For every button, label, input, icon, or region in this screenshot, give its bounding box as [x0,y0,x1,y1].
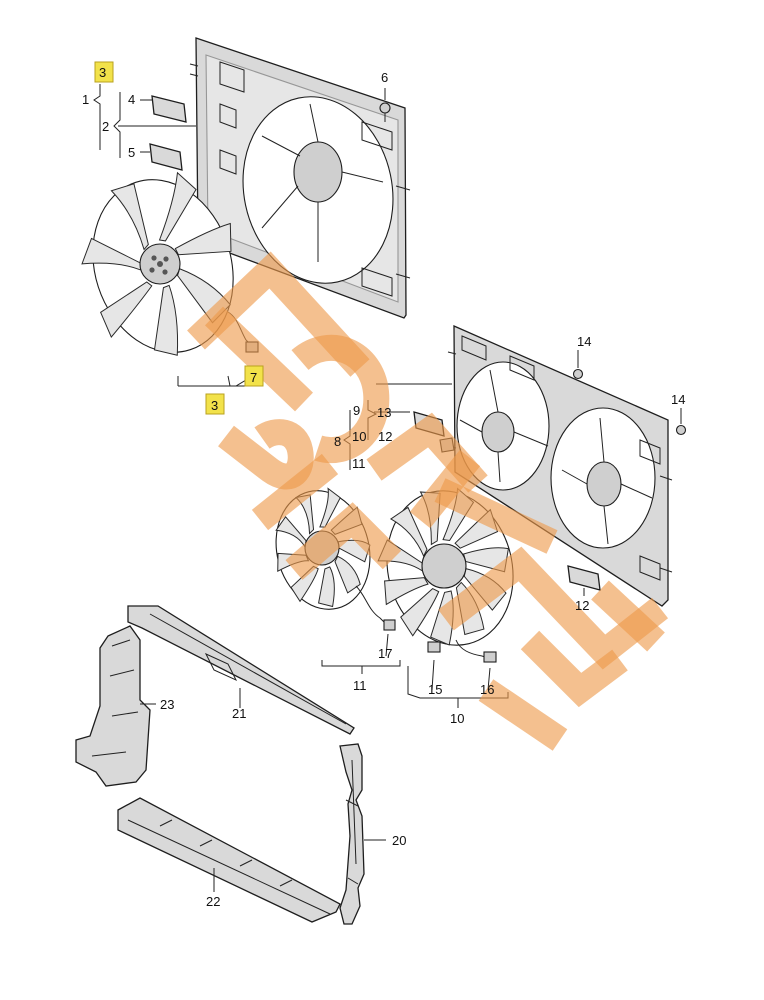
callout-10-lower[interactable]: 10 [450,711,464,726]
callout-1[interactable]: 1 [82,92,89,107]
callout-22[interactable]: 21 [232,706,246,721]
callout-12-upper[interactable]: 12 [378,429,392,444]
callout-8[interactable]: 8 [334,434,341,449]
fan-blade [319,487,341,528]
callout-11-upper[interactable]: 11 [352,456,366,471]
fan-blade [153,284,179,356]
callout-7[interactable]: 7 [250,370,257,385]
callout-9[interactable]: 9 [353,403,360,418]
fan-blade [334,555,361,594]
fan-blade [174,222,232,256]
callout-12-lower[interactable]: 12 [575,598,589,613]
fan-large-single [81,171,259,356]
fan-blade [400,588,440,637]
fan-blade [158,171,197,242]
air-duct-left [75,625,151,787]
fan-blade [100,281,153,339]
callout-23[interactable]: 22 [206,894,220,909]
fan-blade [275,515,307,549]
air-guide-lower [117,797,341,923]
callout-21[interactable]: 23 [160,697,174,712]
callout-4[interactable]: 4 [128,92,135,107]
highlight-7 [244,365,264,387]
callout-20[interactable]: 20 [392,833,406,848]
highlight-3b [205,393,225,415]
fan-blade [384,577,429,606]
bolt-6 [379,102,391,122]
clip-4 [151,95,187,123]
callout-5[interactable]: 5 [128,145,135,160]
clip-5 [149,143,183,171]
fan-blade [110,183,149,251]
callout-17[interactable]: 17 [378,646,392,661]
callout-2[interactable]: 2 [102,119,109,134]
callout-11-lower[interactable]: 11 [353,678,367,693]
callout-10-upper[interactable]: 10 [352,429,366,444]
single-fan-shroud [189,37,411,319]
callout-13[interactable]: 13 [377,405,391,420]
callout-3-lower[interactable]: 3 [211,398,218,413]
fan-blade [389,506,428,558]
clip-12 [567,565,601,591]
fan-blade [318,566,335,608]
highlight-3a [94,61,114,83]
air-guide-upper [127,605,355,735]
callout-15[interactable]: 15 [428,682,442,697]
callout-16[interactable]: 16 [480,682,494,697]
callout-14-right[interactable]: 14 [671,392,685,407]
callout-6[interactable]: 6 [381,70,388,85]
callout-14-left[interactable]: 14 [577,334,591,349]
air-guide-right [339,743,365,925]
fan-blade [81,237,142,271]
bolt-14-left [572,368,584,380]
watermark [187,251,669,751]
bolt-14-right [675,424,687,436]
callout-3[interactable]: 3 [99,65,106,80]
label-layer: 3 1 2 4 5 6 7 3 9 13 10 12 8 11 14 14 12… [82,61,685,909]
